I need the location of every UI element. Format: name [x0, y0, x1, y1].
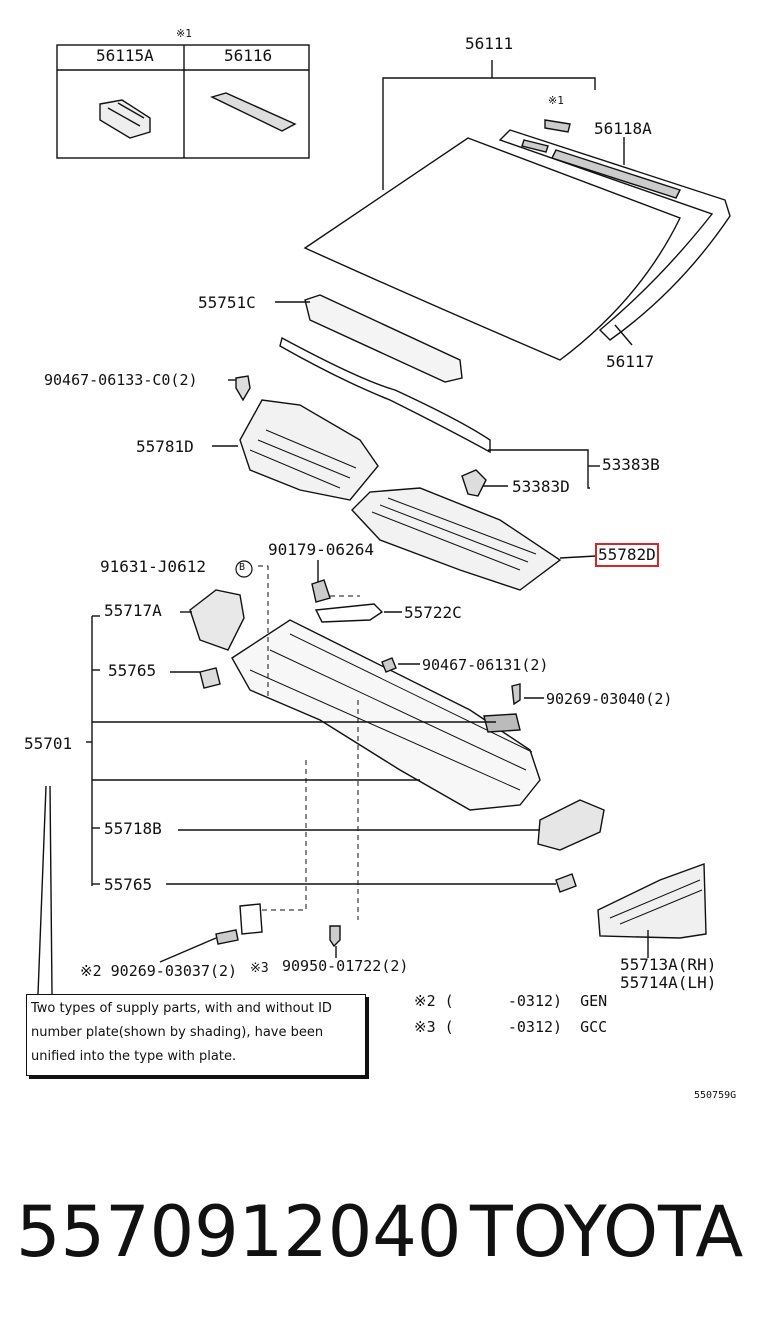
label-90269-03040: 90269-03040(2): [546, 690, 673, 708]
label-55765-upper: 55765: [108, 661, 157, 680]
figure-code: 550759G: [694, 1090, 737, 1101]
label-53383B: 53383B: [602, 455, 660, 474]
inset-col2: 56116: [224, 46, 273, 65]
cowl-top-panel: [231, 619, 541, 811]
label-53383D: 53383D: [512, 477, 570, 496]
supply-note: Two types of supply parts, with and with…: [26, 994, 366, 1076]
label-90467-06131: 90467-06131(2): [422, 656, 549, 674]
label-55765-lower: 55765: [104, 875, 153, 894]
label-90950: 90950-01722(2): [282, 957, 409, 975]
label-56118A: 56118A: [594, 119, 652, 138]
label-mark3: ※3: [250, 961, 269, 976]
label-90269-03037: ※2 90269-03037(2): [80, 962, 238, 980]
label-90179: 90179-06264: [268, 540, 374, 559]
label-55718B: 55718B: [104, 819, 162, 838]
windshield-glass: [303, 137, 681, 361]
inset-col1: 56115A: [96, 46, 154, 65]
label-55781D: 55781D: [136, 437, 194, 456]
label-55714A: 55714A(LH): [620, 973, 717, 992]
label-55751C: 55751C: [198, 293, 256, 312]
legend-row-1: ※2 ( -0312) GEN: [414, 992, 608, 1010]
label-circle-b: B: [239, 562, 246, 573]
label-56111: 56111: [465, 34, 514, 53]
label-55713A: 55713A(RH): [620, 955, 717, 974]
label-91631: 91631-J0612: [100, 557, 206, 576]
callout-b-circle: [235, 560, 253, 578]
label-55701: 55701: [24, 734, 73, 753]
label-55717A: 55717A: [104, 601, 162, 620]
inset-mark: ※1: [176, 27, 192, 40]
label-mark1: ※1: [548, 94, 564, 107]
label-55722C: 55722C: [404, 603, 462, 622]
legend-row-2: ※3 ( -0312) GCC: [414, 1018, 608, 1036]
footer-part-number: 5570912040: [16, 1191, 462, 1273]
label-90467-06133: 90467-06133-C0(2): [44, 371, 198, 389]
label-56117: 56117: [606, 352, 655, 371]
footer-brand: TOYOTA: [470, 1191, 744, 1273]
label-55782D: 55782D: [595, 543, 659, 567]
inset-box: [56, 44, 310, 159]
